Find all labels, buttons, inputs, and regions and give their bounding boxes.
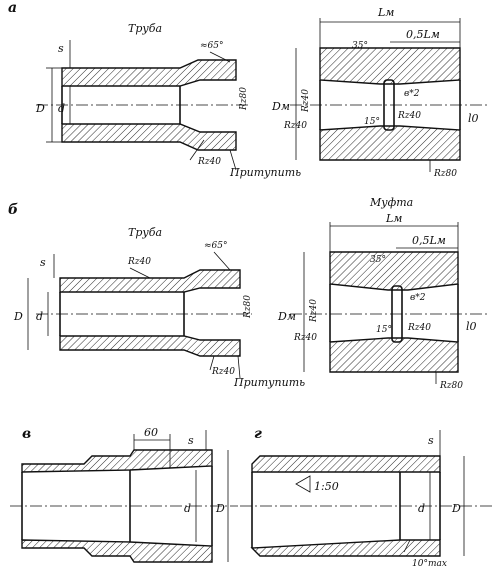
rz40-b-left2: Rz40 xyxy=(293,333,317,343)
angle-65-a: ≈65° xyxy=(200,41,224,51)
dim-s-g: s xyxy=(428,434,434,447)
dim-halfLm-b: 0,5Lм xyxy=(412,234,446,247)
panel-a: а Труба D d s ≈65° Rz80 Rz40 Притупить xyxy=(8,0,490,179)
panel-v: в 60 d D s xyxy=(10,426,238,563)
dim-s-b: s xyxy=(40,256,46,269)
coupling-b-title: Муфта xyxy=(369,196,413,209)
pipe-v: 60 d D s xyxy=(10,426,238,563)
coupling-b: Lм 0,5Lм 35° Dм Rz40 Rz40 15° в*2 Rz40 l… xyxy=(277,212,490,391)
dim-60-v: 60 xyxy=(144,426,158,439)
dim-s-a: s xyxy=(58,42,64,55)
rz40-a-left2: Rz40 xyxy=(283,121,307,131)
pipe-g: 1:50 d D s 10°max xyxy=(240,430,492,569)
panel-g-label: г xyxy=(254,426,262,442)
dim-s-v: s xyxy=(188,434,194,447)
pipe-a-title: Труба xyxy=(128,22,162,35)
panel-a-label: а xyxy=(8,0,17,16)
dim-d-g: d xyxy=(418,502,425,515)
taper-g: 1:50 xyxy=(314,480,339,493)
dim-Lm-b: Lм xyxy=(385,212,402,225)
rz40-a: Rz40 xyxy=(197,157,221,167)
dim-D-v: D xyxy=(215,502,225,515)
rz40-a-right: Rz40 xyxy=(397,111,421,121)
pipe-b-title: Труба xyxy=(128,226,162,239)
pipe-a: D d s ≈65° Rz80 Rz40 Притупить xyxy=(35,40,301,179)
panel-g: г 1:50 d D s 10°max xyxy=(240,426,492,569)
dim-d-v: d xyxy=(184,502,191,515)
pipe-b: D d s Rz40 ≈65° Rz80 Rz40 Притупить xyxy=(13,241,305,389)
rz80-b: Rz80 xyxy=(243,295,253,319)
dim-d-a: d xyxy=(58,102,65,115)
b2-b: в*2 xyxy=(410,293,426,303)
rz80-a-bottom: Rz80 xyxy=(433,169,457,179)
dim-D-b: D xyxy=(13,310,23,323)
blunt-a: Притупить xyxy=(229,166,301,179)
dim-Dm-a: Dм xyxy=(271,100,290,113)
dim-halfLm-a: 0,5Lм xyxy=(406,28,440,41)
angle-35-a: 35° xyxy=(352,41,368,51)
dim-d-b: d xyxy=(36,310,43,323)
rz80-b-bottom: Rz80 xyxy=(439,381,463,391)
rz40-a-left: Rz40 xyxy=(301,89,311,113)
blunt-b: Притупить xyxy=(233,376,305,389)
dim-Lm-a: Lм xyxy=(377,6,394,19)
angle-15-b: 15° xyxy=(376,325,392,335)
panel-b: б Труба Муфта D d s Rz40 ≈65° Rz80 Rz40 … xyxy=(8,196,490,391)
dim-D-a: D xyxy=(35,102,45,115)
dim-Dm-b: Dм xyxy=(277,310,296,323)
l0-a: l0 xyxy=(468,112,479,125)
rz40-b-left: Rz40 xyxy=(309,299,319,323)
coupling-a: Lм 0,5Lм 35° Dм Rz40 Rz40 15° в*2 Rz40 l… xyxy=(271,6,490,179)
angle-35-b: 35° xyxy=(370,255,386,265)
angle-65-b: ≈65° xyxy=(204,241,228,251)
l0-b: l0 xyxy=(466,320,477,333)
dim-D-g: D xyxy=(451,502,461,515)
rz40-b-top: Rz40 xyxy=(127,257,151,267)
rz80-a: Rz80 xyxy=(239,87,249,111)
panel-b-label: б xyxy=(8,202,18,218)
b2-a: в*2 xyxy=(404,89,420,99)
angle-15-a: 15° xyxy=(364,117,380,127)
rz40-b-right: Rz40 xyxy=(407,323,431,333)
rz40-b-bottom: Rz40 xyxy=(211,367,235,377)
angle-10-g: 10°max xyxy=(412,559,447,569)
panel-v-label: в xyxy=(22,426,31,442)
